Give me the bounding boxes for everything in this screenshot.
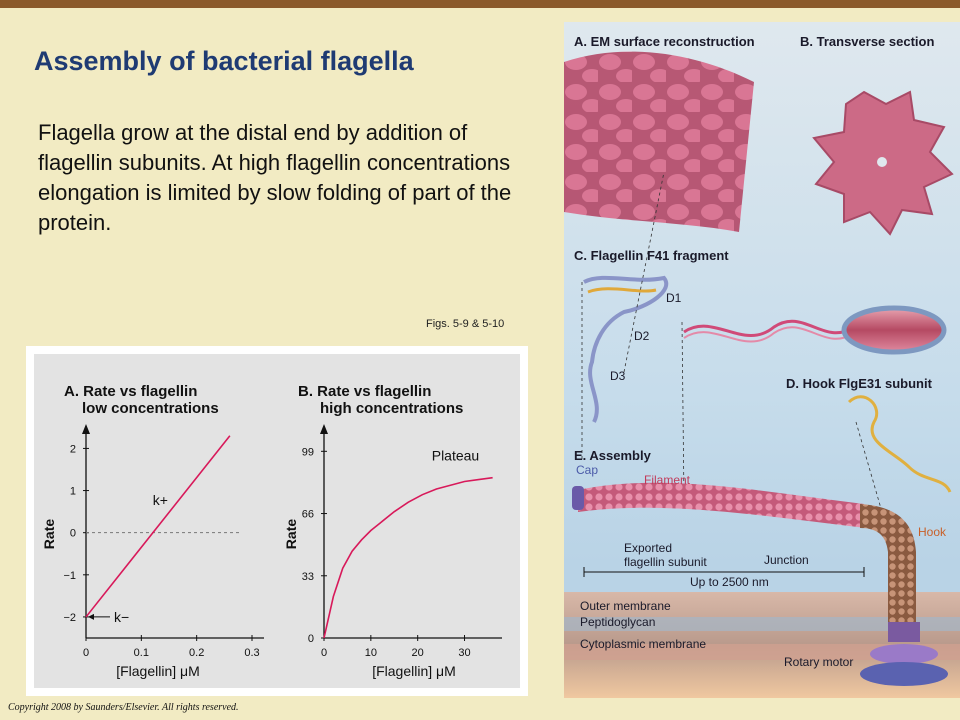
chart-a-xtick-label-3: 0.3 (244, 647, 259, 659)
chart-b-title-line2: high concentrations (320, 400, 463, 417)
chart-b-xlabel: [Flagellin] μM (372, 663, 456, 679)
rate-graphs-background: A. Rate vs flagellin low concentrations … (34, 354, 520, 688)
chart-a-ytick-label-2: 0 (70, 528, 76, 540)
chart-b-annotation-plateau: Plateau (432, 448, 479, 464)
chart-a-annotation-kplus: k+ (153, 492, 168, 508)
label-transverse: B. Transverse section (800, 34, 934, 49)
chart-b-ytick-label-3: 99 (302, 446, 314, 458)
chart-a-xtick-label-1: 0.1 (134, 647, 149, 659)
chart-a-ytick-label-4: 2 (70, 443, 76, 455)
label-filament: Filament (644, 473, 691, 487)
bacterial-cell (841, 305, 947, 355)
chart-a: Rate [Flagellin] μM −2 −1 0 1 2 0 0.1 0.2 0.3 k+ k… (41, 424, 264, 679)
label-hook-subunit: D. Hook FlgE31 subunit (786, 376, 933, 391)
flagella-figure-svg: A. EM surface reconstruction B. Transver… (564, 22, 960, 698)
motor-ring-lower (860, 662, 948, 686)
chart-a-ylabel: Rate (41, 519, 57, 550)
chart-a-ytick-label-0: −2 (63, 612, 76, 624)
motor-ring-upper (888, 622, 920, 642)
label-junction: Junction (764, 553, 809, 567)
flagellar-filament (578, 482, 866, 528)
chart-a-title-line1: A. Rate vs flagellin (64, 383, 197, 400)
chart-b: Rate [Flagellin] μM 0 33 66 99 0 10 20 30 Platea… (283, 424, 502, 679)
top-accent-bar (0, 0, 960, 8)
chart-a-xlabel: [Flagellin] μM (116, 663, 200, 679)
chart-b-xtick-label-0: 0 (321, 647, 327, 659)
chart-b-y-arrow (320, 424, 328, 434)
label-flagellin-fragment: C. Flagellin F41 fragment (574, 248, 729, 263)
label-d1: D1 (666, 291, 682, 305)
slide-title: Assembly of bacterial flagella (34, 46, 414, 76)
chart-b-ytick-label-2: 66 (302, 509, 314, 521)
label-d2: D2 (634, 329, 650, 343)
chart-a-series-line-0 (85, 435, 231, 618)
label-exported-2: flagellin subunit (624, 555, 707, 569)
chart-b-xtick-label-2: 20 (412, 647, 424, 659)
chart-b-xtick-label-1: 10 (365, 647, 377, 659)
dashed-guides (581, 171, 883, 513)
flagella-structure-figure: A. EM surface reconstruction B. Transver… (564, 22, 960, 698)
chart-b-xtick-label-3: 30 (458, 647, 470, 659)
label-rotary-motor: Rotary motor (784, 655, 853, 669)
label-hook: Hook (918, 525, 947, 539)
label-peptidoglycan: Peptidoglycan (580, 615, 655, 629)
chart-a-kminus-arrowhead (88, 613, 94, 620)
rate-graphs-svg: A. Rate vs flagellin low concentrations … (41, 383, 502, 679)
label-outer-membrane: Outer membrane (580, 599, 671, 613)
chart-a-annotation-kminus: k− (114, 609, 129, 625)
label-assembly: E. Assembly (574, 448, 652, 463)
label-length: Up to 2500 nm (690, 575, 769, 589)
label-cytoplasmic-membrane: Cytoplasmic membrane (580, 637, 706, 651)
flagellin-strand-2 (683, 326, 855, 343)
chart-a-xtick-label-0: 0 (83, 647, 89, 659)
label-exported-1: Exported (624, 541, 672, 555)
label-d3: D3 (610, 369, 626, 383)
flagellin-strand (683, 319, 855, 338)
chart-a-y-arrow (82, 424, 90, 434)
hook-subunit-ribbon (847, 395, 952, 493)
chart-b-ytick-label-1: 33 (302, 571, 314, 583)
peptidoglycan-layer (564, 617, 960, 631)
chart-a-ytick-label-3: 1 (70, 486, 76, 498)
chart-a-xtick-label-2: 0.2 (189, 647, 204, 659)
slide-body-text: Flagella grow at the distal end by addit… (38, 120, 512, 235)
figure-reference: Figs. 5-9 & 5-10 (426, 318, 505, 330)
transverse-center-hole (877, 157, 887, 167)
chart-a-title-line2: low concentrations (82, 400, 219, 417)
chart-b-title-line1: B. Rate vs flagellin (298, 383, 431, 400)
flagellin-ribbon (583, 275, 669, 423)
em-surface-reconstruction (564, 51, 754, 232)
label-cap: Cap (576, 463, 598, 477)
label-em-surface: A. EM surface reconstruction (574, 34, 755, 49)
cytoplasmic-layer (564, 644, 960, 660)
chart-b-series-line-0 (323, 476, 493, 639)
flagellin-ribbon-gold (587, 287, 657, 294)
rate-graphs-panel: A. Rate vs flagellin low concentrations … (26, 346, 528, 696)
chart-b-ytick-label-0: 0 (308, 633, 314, 645)
chart-a-ytick-label-1: −1 (63, 570, 76, 582)
copyright-notice: Copyright 2008 by Saunders/Elsevier. All… (8, 702, 239, 713)
flagellar-cap (572, 486, 584, 510)
flagellar-hook (860, 504, 916, 622)
chart-b-ylabel: Rate (283, 519, 299, 550)
motor-ring-middle (870, 644, 938, 664)
